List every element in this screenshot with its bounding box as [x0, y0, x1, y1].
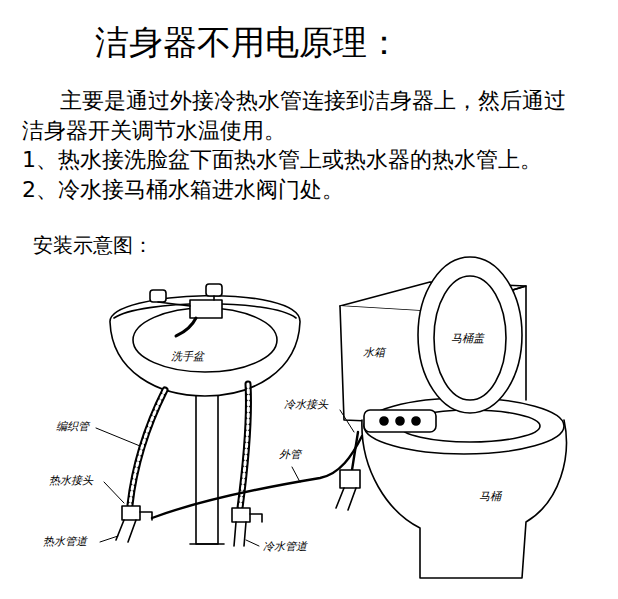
toilet-lid	[418, 257, 522, 413]
part-label: 洗手盆	[170, 350, 205, 364]
part-label: 马桶	[478, 490, 502, 504]
toilet	[340, 257, 566, 578]
step-text: 2、冷水接马桶水箱进水阀门处。	[22, 176, 344, 205]
intro-text: 主要是通过外接冷热水管连接到洁身器上，然后通过 洁身器开关调节水温使用。	[22, 86, 572, 146]
outer-pipe	[152, 436, 362, 518]
braided-hose	[130, 384, 248, 508]
part-label: 外管	[278, 448, 302, 462]
part-label: 编织管	[55, 420, 90, 434]
step-text: 1、热水接洗脸盆下面热水管上或热水器的热水管上。	[22, 146, 542, 175]
wash-basin	[110, 284, 300, 544]
part-label: 水箱	[362, 346, 386, 360]
part-label: 热水接头	[48, 474, 94, 488]
part-label: 热水管道	[42, 535, 88, 549]
bidet-device	[364, 410, 436, 432]
cold-water-pipe	[336, 432, 360, 510]
page-title: 洁身器不用电原理：	[95, 20, 401, 64]
part-label: 冷水管道	[262, 540, 308, 554]
section-heading: 安装示意图：	[33, 232, 153, 258]
part-label: 冷水接头	[283, 398, 329, 412]
angle-valve	[116, 506, 262, 546]
part-label: 马桶盖	[450, 332, 485, 346]
leader-line	[96, 410, 354, 546]
